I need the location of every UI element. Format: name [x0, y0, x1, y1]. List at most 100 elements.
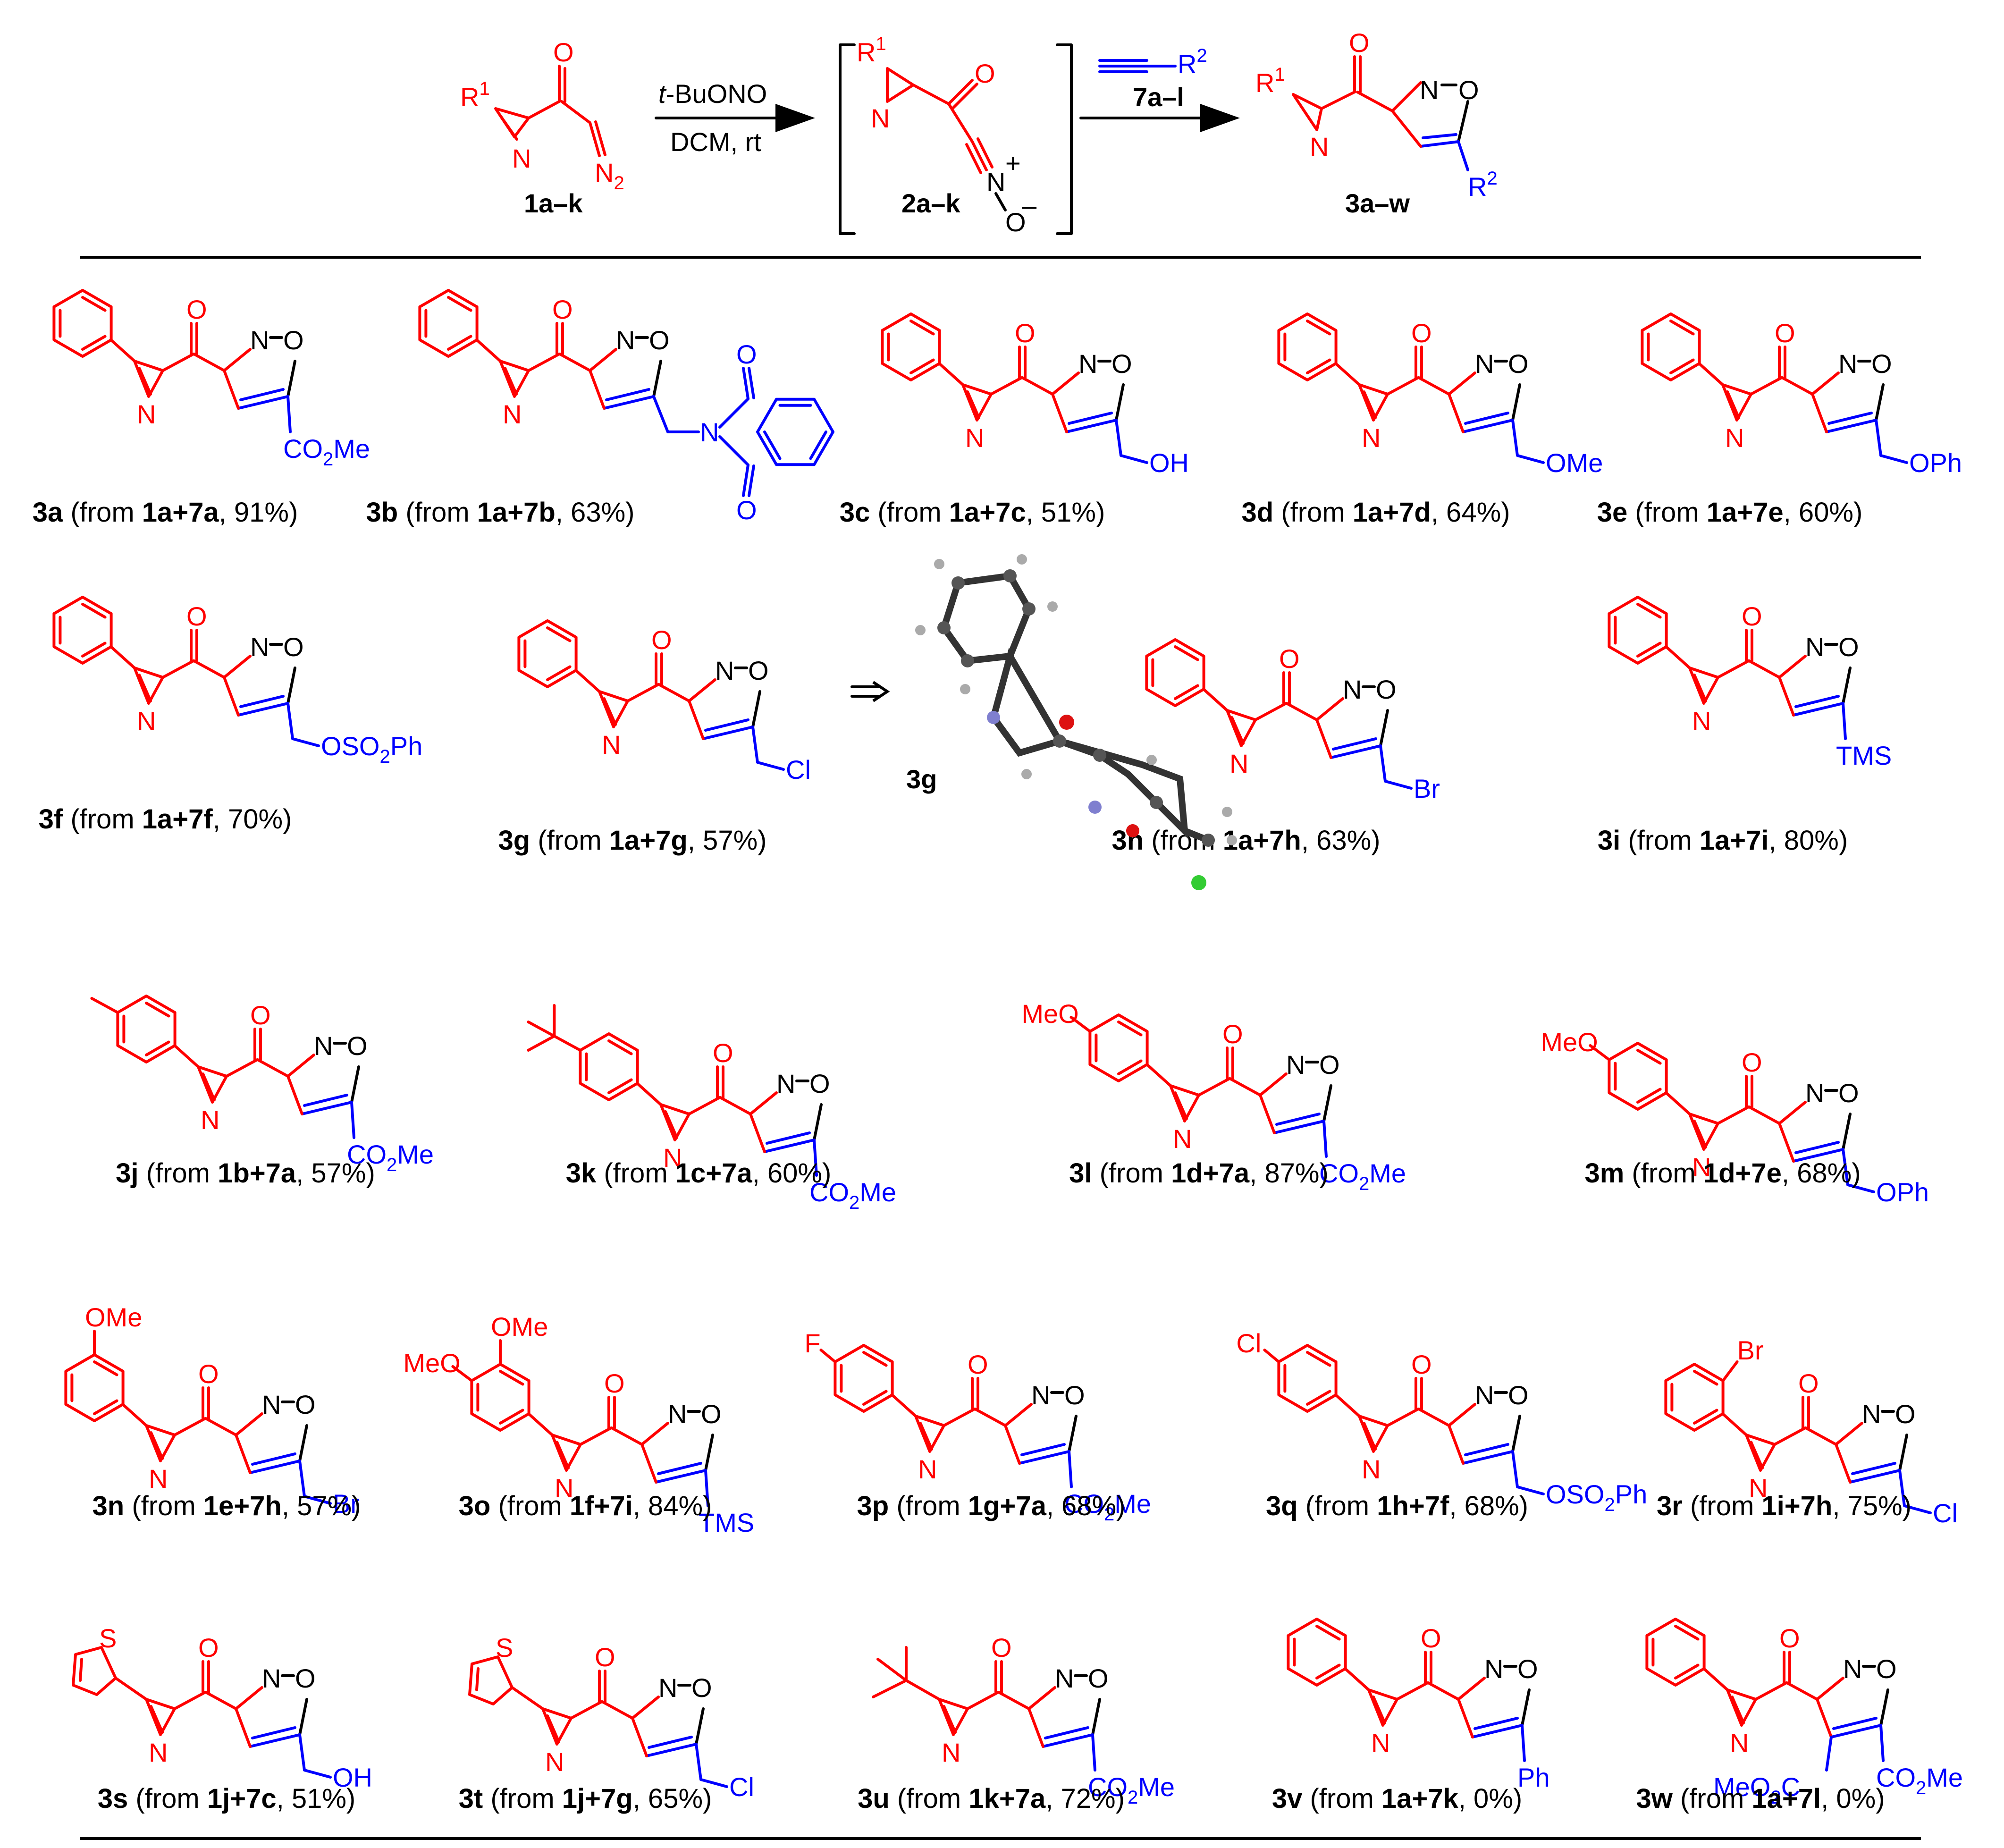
isoxazole-n: N	[1484, 1654, 1503, 1684]
chloromethyl-label: Cl	[786, 755, 811, 785]
chloro-label: Cl	[1236, 1328, 1261, 1358]
scheme-header: R1 N O N2 1a–k t-BuONO DCM, rt R1 N	[460, 28, 1498, 237]
compound-caption: 3q (from 1h+7f, 68%)	[1266, 1491, 1528, 1521]
isoxazole-o: O	[809, 1069, 830, 1098]
azirine-n: N	[137, 706, 156, 736]
azirine-n: N	[149, 1464, 168, 1494]
thiophene-s: S	[496, 1633, 513, 1662]
tms-label: TMS	[1836, 741, 1892, 770]
carbonyl-o: O	[604, 1368, 625, 1398]
oxide-o: O	[1005, 207, 1026, 237]
carbonyl-o: O	[1742, 1047, 1762, 1077]
isoxazole-o: O	[1376, 675, 1397, 704]
isoxazole-o: O	[748, 656, 769, 685]
isoxazole-n: N	[1838, 349, 1857, 379]
isoxazole-n: N	[1055, 1663, 1074, 1693]
azirine-n: N	[1371, 1728, 1390, 1758]
isoxazole-n: N	[1343, 675, 1362, 704]
carbonyl-o: O	[250, 1000, 271, 1030]
r2-label: R2	[1468, 168, 1498, 202]
hollow-arrow	[850, 685, 879, 698]
carbonyl-o: O	[651, 625, 672, 655]
isoxazole-n: N	[1286, 1050, 1305, 1080]
carbonyl-o: O	[968, 1350, 988, 1379]
carbonyl-o: O	[975, 59, 995, 88]
ester-label: CO2Me	[1319, 1158, 1406, 1194]
isoxazole-n: N	[314, 1031, 333, 1061]
compound-caption: 3u (from 1k+7a, 72%)	[858, 1783, 1125, 1814]
chloromethyl-label: Cl	[729, 1772, 754, 1802]
isoxazole-o: O	[1838, 1078, 1859, 1108]
isoxazole-n: N	[1031, 1380, 1050, 1410]
phenoxy-label: OPh	[1909, 448, 1962, 478]
isoxazole-o: O	[1517, 1654, 1538, 1684]
ester-label: CO2Me	[1064, 1489, 1151, 1525]
alkyne-7-label: 7a–l	[1133, 82, 1184, 112]
isoxazole-o: O	[1088, 1663, 1109, 1693]
plus-charge: +	[1005, 148, 1021, 178]
carbonyl-o: O	[198, 1633, 219, 1662]
azirine-n: N	[137, 399, 156, 429]
compound-caption: 3d (from 1a+7d, 64%)	[1242, 497, 1510, 528]
crystal-label: 3g	[906, 764, 937, 794]
azirine-n: N	[942, 1738, 960, 1767]
isoxazole-n: N	[1420, 75, 1439, 105]
arrow-step-2: R2 7a–l	[1079, 45, 1240, 132]
compound-caption: 3e (from 1a+7e, 60%)	[1597, 497, 1863, 528]
azirine-n: N	[503, 399, 522, 429]
intermediate-2: R1 N O N + O – 2a–k	[839, 34, 1073, 237]
azirine-n: N	[602, 730, 621, 759]
product-3: R1 N O N O R2 3a–w	[1255, 28, 1498, 218]
isoxazole-n: N	[658, 1673, 677, 1703]
isoxazole-o: O	[1111, 349, 1132, 379]
sulfonate-label: OSO2Ph	[321, 731, 422, 767]
crystal-structure-3g: 3g	[850, 554, 1237, 890]
isoxazole-n: N	[616, 325, 635, 355]
alkyne-r2: R2	[1178, 45, 1207, 79]
compound-caption: 3f (from 1a+7f, 70%)	[39, 804, 292, 835]
isoxazole-n: N	[250, 325, 269, 355]
nitrile-n: N	[986, 167, 1005, 197]
chloromethyl-label: Cl	[1933, 1498, 1958, 1528]
compound-caption: 3w (from 1a+7l, 0%)	[1636, 1783, 1885, 1814]
compound-caption: 3c (from 1a+7c, 51%)	[840, 497, 1105, 528]
isoxazole-o: O	[691, 1673, 712, 1703]
carbonyl-o: O	[1411, 318, 1432, 348]
isoxazole-o: O	[1508, 349, 1529, 379]
carbonyl-o: O	[991, 1633, 1012, 1662]
ester-label: MeO2C	[1713, 1772, 1800, 1808]
carbonyl-o: O	[553, 37, 574, 67]
carbonyl-o: O	[1349, 28, 1370, 58]
isoxazole-o: O	[649, 325, 670, 355]
isoxazole-o: O	[1508, 1380, 1529, 1410]
carbonyl-o: O	[186, 601, 207, 631]
compound-caption: 3s (from 1j+7c, 51%)	[98, 1783, 355, 1814]
azirine-n: N	[1730, 1728, 1749, 1758]
isoxazole-n: N	[262, 1390, 281, 1419]
tms-label: TMS	[699, 1508, 754, 1537]
r1-label: R1	[1255, 64, 1285, 98]
carbonyl-o: O	[1798, 1368, 1819, 1398]
isoxazole-n: N	[1475, 349, 1494, 379]
isoxazole-n: N	[668, 1399, 687, 1429]
arrow-step-1: t-BuONO DCM, rt	[655, 79, 815, 157]
carbonyl-o: O	[713, 1038, 733, 1068]
hydroxy-label: OH	[1149, 448, 1189, 478]
reagent-tbuono: t-BuONO	[658, 79, 767, 109]
compound-caption: 3n (from 1e+7h, 57%)	[93, 1491, 361, 1521]
thiophene-s: S	[99, 1623, 117, 1653]
starting-material-1: R1 N O N2 1a–k	[460, 37, 624, 218]
